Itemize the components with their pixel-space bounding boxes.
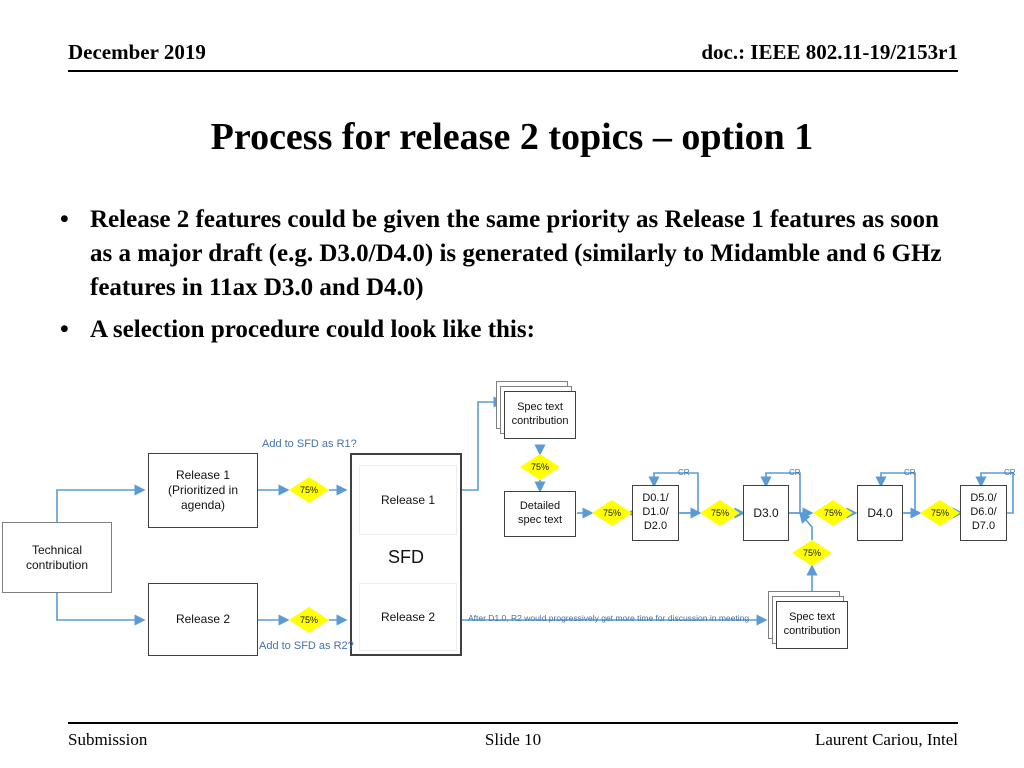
bullet-text: A selection procedure could look like th… xyxy=(90,316,535,343)
decision-gate-release1[interactable]: 75% xyxy=(289,477,329,503)
node-sfd-release1[interactable]: Release 1 xyxy=(359,465,457,535)
node-sfd-container[interactable]: Release 1 SFD Release 2 xyxy=(350,453,462,656)
node-draft-d30[interactable]: D3.0 xyxy=(743,485,789,541)
bullet-marker: • xyxy=(60,316,69,343)
connector-gate-to-d30-line xyxy=(798,511,813,540)
node-label: D4.0 xyxy=(867,505,893,520)
page-title: Process for release 2 topics – option 1 xyxy=(210,116,814,158)
decision-label: 75% xyxy=(299,615,318,625)
bullet-marker: • xyxy=(60,206,69,233)
node-release1[interactable]: Release 1 (Prioritized in agenda) xyxy=(148,453,258,528)
footer-slide-number: Slide 10 xyxy=(484,730,542,749)
node-sfd-title: SFD xyxy=(352,537,460,577)
node-draft-d012[interactable]: D0.1/ D1.0/ D2.0 xyxy=(632,485,679,541)
decision-gate-release2[interactable]: 75% xyxy=(289,607,329,633)
decision-label: 75% xyxy=(802,548,821,558)
node-label: Technical contribution xyxy=(25,542,89,572)
decision-label: 75% xyxy=(602,508,621,518)
decision-label: 75% xyxy=(530,462,549,472)
decision-gate-detailed-spec[interactable]: 75% xyxy=(592,500,632,526)
decision-gate-d012[interactable]: 75% xyxy=(700,500,740,526)
node-label: Detailed spec text xyxy=(517,500,563,526)
label-cr-d30: CR xyxy=(789,468,801,477)
node-label: Spec text contribution xyxy=(511,401,569,427)
label-cr-d012: CR xyxy=(678,468,690,477)
slide-footer: Submission Slide 10 Laurent Cariou, Inte… xyxy=(68,722,958,762)
header-date: December 2019 xyxy=(68,40,206,64)
decision-gate-d30[interactable]: 75% xyxy=(813,500,853,526)
header-document-number: doc.: IEEE 802.11-19/2153r1 xyxy=(701,40,958,64)
footer-submission: Submission xyxy=(68,730,148,749)
decision-label: 75% xyxy=(710,508,729,518)
bullet-text: Release 2 features could be given the sa… xyxy=(90,206,942,301)
label-add-to-sfd-r2: Add to SFD as R2? xyxy=(259,640,354,652)
node-label: D3.0 xyxy=(753,505,779,520)
node-spec-text-contribution-bottom[interactable]: Spec text contribution xyxy=(776,601,848,649)
decision-gate-d40[interactable]: 75% xyxy=(920,500,960,526)
node-label: Release 1 (Prioritized in agenda) xyxy=(167,468,239,512)
node-label: Release 1 xyxy=(380,492,436,507)
node-draft-d567[interactable]: D5.0/ D6.0/ D7.0 xyxy=(960,485,1007,541)
connector-tech-to-release1 xyxy=(56,484,146,522)
header-divider xyxy=(68,70,958,72)
decision-gate-spec-text-bottom[interactable]: 75% xyxy=(792,540,832,566)
decision-label: 75% xyxy=(823,508,842,518)
node-technical-contribution[interactable]: Technical contribution xyxy=(2,522,112,593)
label-cr-d40: CR xyxy=(904,468,916,477)
connector-tech-to-release2 xyxy=(56,593,146,626)
node-detailed-spec-text[interactable]: Detailed spec text xyxy=(504,491,576,537)
slide-header: December 2019 doc.: IEEE 802.11-19/2153r… xyxy=(68,40,958,74)
label-cr-d567: CR xyxy=(1004,468,1016,477)
node-label: Spec text contribution xyxy=(783,611,841,637)
decision-label: 75% xyxy=(930,508,949,518)
footer-divider xyxy=(68,722,958,724)
node-label: D5.0/ D6.0/ D7.0 xyxy=(970,492,997,532)
decision-gate-spec-text-top[interactable]: 75% xyxy=(520,454,560,480)
bullet-item-1: • Release 2 features could be given the … xyxy=(52,203,952,305)
node-sfd-release2[interactable]: Release 2 xyxy=(359,583,457,651)
node-release2[interactable]: Release 2 xyxy=(148,583,258,656)
node-label: Release 2 xyxy=(380,609,436,624)
node-label: D0.1/ D1.0/ D2.0 xyxy=(642,492,669,532)
node-label: SFD xyxy=(388,546,424,567)
label-after-d10: After D1.0, R2 would progressively get m… xyxy=(468,613,750,623)
node-spec-text-contribution-top[interactable]: Spec text contribution xyxy=(504,391,576,439)
node-label: Release 2 xyxy=(175,612,231,626)
bullet-item-2: • A selection procedure could look like … xyxy=(52,313,952,347)
node-draft-d40[interactable]: D4.0 xyxy=(857,485,903,541)
decision-label: 75% xyxy=(299,485,318,495)
label-add-to-sfd-r1: Add to SFD as R1? xyxy=(262,438,357,450)
bullet-list: • Release 2 features could be given the … xyxy=(52,203,952,355)
footer-author: Laurent Cariou, Intel xyxy=(814,730,958,749)
